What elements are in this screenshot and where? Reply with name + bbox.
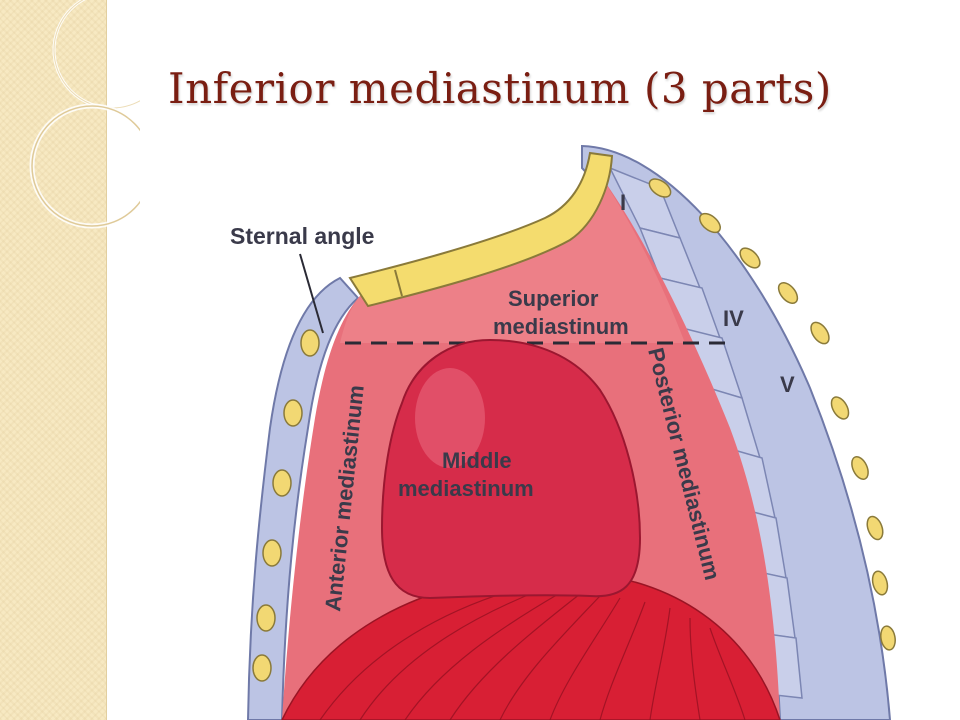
sternal-angle-label: Sternal angle xyxy=(230,223,374,249)
heart-highlight xyxy=(415,368,485,468)
superior-mediastinum-label-2: mediastinum xyxy=(493,314,629,339)
middle-mediastinum-label-2: mediastinum xyxy=(398,476,534,501)
anterior-chest-wall xyxy=(246,276,360,720)
vertebra-iv-label: IV xyxy=(723,306,744,331)
vertebra-i-label: I xyxy=(620,190,626,215)
middle-mediastinum-label-1: Middle xyxy=(442,448,512,473)
superior-mediastinum-label-1: Superior xyxy=(508,286,599,311)
heart xyxy=(380,338,642,600)
mediastinum-diagram: Sternal angle Superior mediastinum Middl… xyxy=(190,128,920,720)
sternal-joint-line xyxy=(394,269,403,297)
vertebra-v-label: V xyxy=(780,372,795,397)
sternum-manubrium xyxy=(348,151,614,308)
decorative-circles xyxy=(29,0,140,229)
rib-cross-sections-posterior xyxy=(648,178,896,651)
rib-cross-sections-anterior xyxy=(252,329,320,682)
sternal-angle-pointer xyxy=(299,253,324,334)
slide-title: Inferior mediastinum (3 parts) xyxy=(168,64,832,113)
